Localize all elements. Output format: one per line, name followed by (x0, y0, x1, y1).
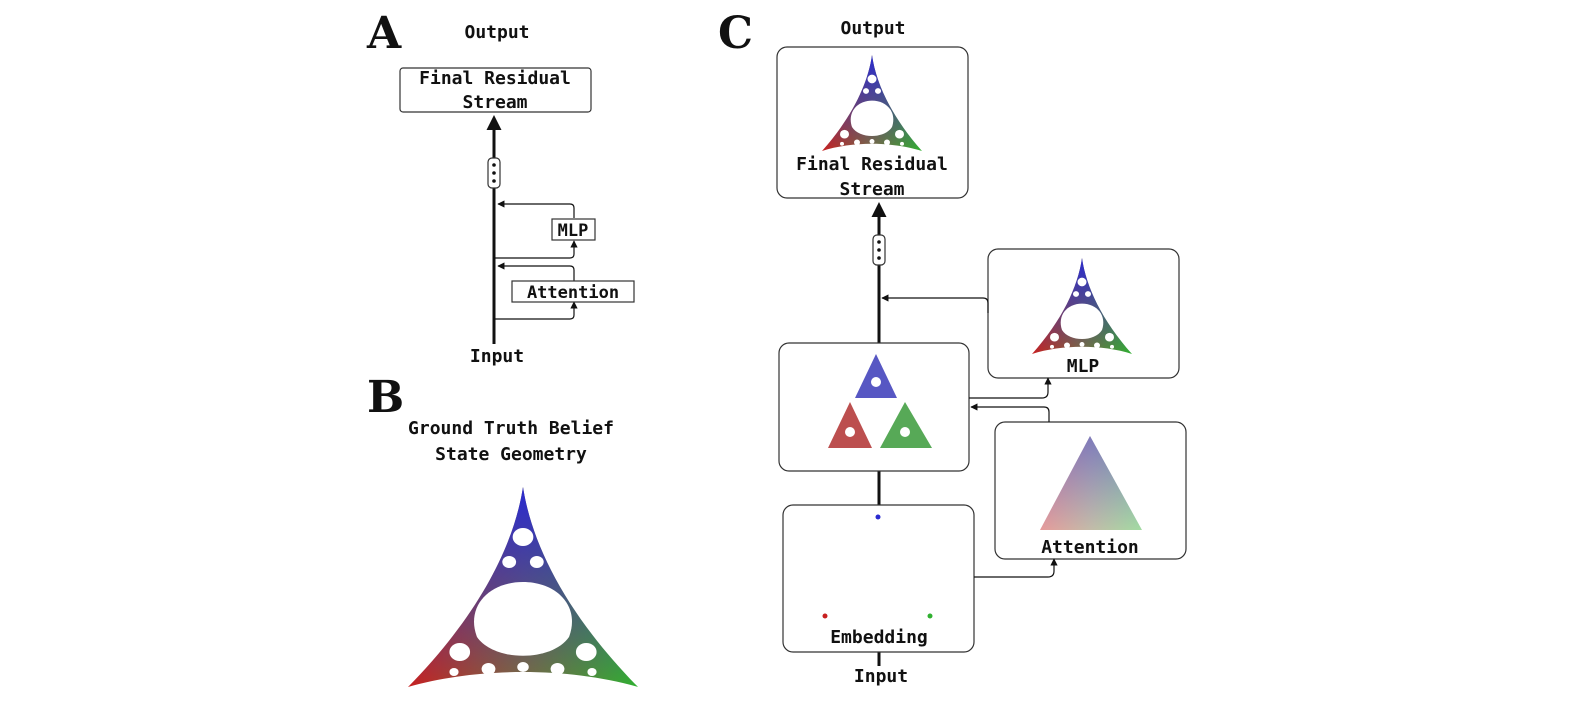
a-attention-output-branch (497, 262, 575, 281)
c-attention-fractal (1040, 436, 1142, 530)
a-attention-input-branch (494, 301, 578, 320)
c-mlp-to-stream (881, 294, 989, 313)
c-embedding-point-left (822, 613, 828, 619)
a-final-residual-line2: Stream (462, 92, 527, 113)
b-ground-truth-fractal (408, 487, 638, 687)
c-mlp-label: MLP (1067, 356, 1100, 377)
a-final-residual-line1: Final Residual (419, 68, 571, 89)
c-attention-to-stream (970, 403, 1050, 422)
c-embedding-point-top (875, 514, 881, 520)
a-attention-box (511, 280, 635, 303)
a-mlp-label: MLP (558, 221, 589, 241)
ellipsis-icon (487, 157, 501, 189)
c-final-residual-line2: Stream (839, 179, 904, 200)
c-output-label: Output (840, 18, 905, 39)
panel-a: A Output Final Residual Stream MLP Atten… (366, 8, 635, 367)
c-embedding-to-attention (974, 558, 1058, 578)
c-embedding-point-right (927, 613, 933, 619)
b-title-line1: Ground Truth Belief (408, 418, 614, 439)
panel-letter-c: C (718, 8, 753, 59)
c-mid-residual-fractals (828, 354, 932, 448)
a-mlp-output-branch (497, 200, 575, 218)
c-stream-to-mlp (969, 377, 1052, 399)
c-final-residual-line1: Final Residual (796, 154, 948, 175)
ellipsis-icon (872, 234, 886, 266)
c-input-label: Input (854, 666, 908, 687)
panel-c: C Output Final Residual Stream Embedding… (718, 8, 1187, 687)
c-embedding-label: Embedding (830, 627, 928, 648)
a-mlp-box (551, 218, 596, 241)
b-title-line2: State Geometry (435, 444, 587, 465)
c-attention-label: Attention (1041, 537, 1139, 558)
panel-b: B Ground Truth Belief State Geometry (367, 372, 638, 687)
c-embedding-box (782, 504, 975, 653)
panel-letter-a: A (366, 8, 402, 59)
panel-letter-b: B (367, 372, 404, 423)
a-input-label: Input (470, 346, 524, 367)
a-mlp-input-branch (494, 240, 578, 259)
a-final-residual-box (399, 67, 592, 113)
a-attention-label: Attention (527, 283, 619, 303)
a-output-label: Output (464, 22, 529, 43)
